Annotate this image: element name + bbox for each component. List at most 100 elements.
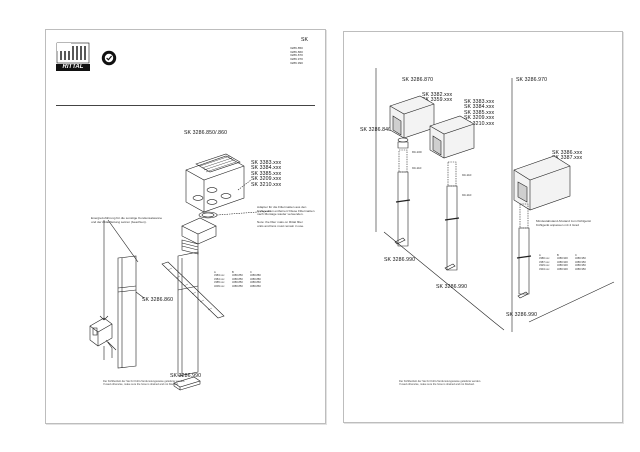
dimension-90-110-b: 90-110: [462, 173, 472, 177]
assembly-drawing-right: [375, 68, 615, 332]
part-label-990: SK 3286.990: [170, 373, 202, 379]
table-row: 3209.xxx 3286.850 3286.860: [214, 285, 268, 288]
unit-code: SK 3383.xxx: [251, 160, 282, 166]
table-cell: 3286.950: [575, 267, 586, 271]
footer-note-right: Der Kühlbetrieb der Sie für Kühl-/Verdun…: [399, 380, 482, 386]
note-line: Note: the filter mats on Rittal filter: [257, 220, 303, 224]
unit-code: SK 3387.xxx: [552, 155, 583, 162]
footer-line: Der Kühlbetrieb der Sie für Kühl-/Verdun…: [399, 380, 482, 383]
table-cell: 3286.850: [232, 281, 243, 285]
table-cell: 3329.xxx: [539, 264, 550, 268]
footer-note-left: Der Kühlbetrieb der Sie für Kühl-/Verdun…: [103, 380, 186, 386]
note-line: units and fans must remain in use.: [257, 223, 305, 228]
dimension-90-110-c: 90-110: [462, 193, 472, 197]
table-cell: 3286.950: [575, 260, 586, 264]
part-label-860: SK 3286.860: [142, 297, 174, 303]
note-power-supply: Energiezuführung für die sonstige Konden…: [91, 216, 163, 224]
table-cell: 3385.xxx: [214, 281, 225, 285]
note-line: Kühlgeräten entfernen! Diese Filtermatte…: [257, 208, 315, 213]
unit-code: SK 3382.xxx: [422, 92, 453, 98]
table-cell: 3286.930: [557, 257, 568, 261]
note-line: und der Ablaufleitung setzen (beachten).: [91, 219, 147, 224]
table-row: 3329.xxx 3286.930 3286.950: [539, 264, 593, 267]
table-cell: 3286.930: [557, 260, 568, 264]
table-cell: 3286.860: [250, 284, 261, 288]
table-cell: 3383.xxx: [214, 274, 225, 278]
table-row: 3383.xxx 3286.850 3286.880: [214, 274, 268, 277]
unit-code: SK 3210.xxx: [251, 181, 282, 188]
rittal-logo-grid-icon: [56, 42, 90, 64]
table-cell: 3387.xxx: [539, 260, 550, 264]
kit-label: SK 3286.850/.860: [184, 130, 228, 136]
brand-wordmark: RITTAL: [56, 64, 90, 71]
table-cell: 3286.850: [232, 274, 243, 278]
part-label-970: SK 3286.970: [516, 77, 548, 83]
model-code: 3286.970: [290, 57, 303, 62]
table-cell: 3286.950: [575, 264, 586, 268]
table-row: A B C: [214, 271, 268, 274]
table-cell: 3286.860: [250, 281, 261, 285]
series-code: SK: [301, 37, 309, 43]
table-row: 3387.xxx 3286.930 3286.950: [539, 261, 593, 264]
manual-page-right: SK 3286.870 SK 3286.970 SK 3286.840 SK 3…: [343, 31, 623, 423]
table-row: 3386.xxx 3286.930 3286.950: [539, 257, 593, 260]
footer-line: Der Kühlbetrieb der Sie für Kühl-/Verdun…: [103, 380, 186, 383]
unit-code: SK 3385.xxx: [251, 170, 282, 177]
unit-code: SK 3209.xxx: [251, 176, 282, 183]
footer-line: If used otherwise, make sure the hose is…: [103, 382, 179, 386]
table-cell: 3386.xxx: [539, 257, 550, 261]
table-cell: C: [250, 271, 252, 274]
unit-code: SK 3385.xxx: [464, 109, 495, 116]
part-label-870: SK 3286.870: [402, 77, 434, 83]
part-label-990-b: SK 3286.990: [436, 284, 468, 290]
unit-code: SK 3384.xxx: [251, 165, 282, 172]
part-label-990-a: SK 3286.990: [384, 257, 416, 263]
table-cell: 3384.xxx: [214, 277, 225, 281]
table-cell: 3304.xxx: [539, 267, 550, 271]
table-cell: 3286.930: [557, 267, 568, 271]
unit-code: SK 3209.xxx: [464, 115, 495, 122]
unit-code: SK 3359.xxx: [422, 97, 453, 104]
dimension-90-110-a: 90-110: [412, 166, 422, 170]
note-line: Kühlgerät anpassen mit 4 Grad: [536, 222, 579, 227]
note-line: Energiezuführung für die sonstige Konden…: [91, 216, 163, 220]
table-cell: C: [575, 254, 577, 257]
table-cell: 3286.850: [232, 284, 243, 288]
table-cell: B: [232, 271, 234, 274]
unit-code: SK 3384.xxx: [464, 104, 495, 111]
table-cell: B: [557, 254, 559, 257]
table-cell: 3286.950: [575, 257, 586, 261]
table-cell: 3286.850: [232, 277, 243, 281]
note-line: Adapter für die Filtermatten aus den: [257, 205, 307, 209]
assembly-drawing-left: [89, 153, 272, 391]
dimension-80-100: 80-100: [412, 150, 422, 154]
quality-seal-icon: [101, 50, 117, 66]
unit-code: SK 3210.xxx: [464, 120, 495, 127]
note-line: nach Montage wieder verwenden.: [257, 212, 304, 217]
model-code: 3286.860: [290, 49, 303, 54]
table-cell: 3209.xxx: [214, 284, 225, 288]
rittal-logo: RITTAL: [56, 42, 90, 72]
table-cell: A: [214, 271, 216, 274]
part-label-990-c: SK 3286.990: [506, 312, 538, 318]
note-line: Mindestabstand Abstand zum Kühlgerät: [536, 219, 591, 223]
table-cell: 3286.880: [250, 274, 261, 278]
table-row: 3384.xxx 3286.850 3286.880: [214, 278, 268, 281]
table-row: 3385.xxx 3286.850 3286.860: [214, 281, 268, 284]
table-cell: 3286.930: [557, 264, 568, 268]
unit-code: SK 3386.xxx: [552, 150, 583, 156]
table-cell: 3286.880: [250, 277, 261, 281]
footer-line: If used otherwise, make sure the hose is…: [399, 382, 475, 386]
header-divider: [56, 105, 315, 106]
table-row: 3304.xxx 3286.930 3286.950: [539, 268, 593, 271]
